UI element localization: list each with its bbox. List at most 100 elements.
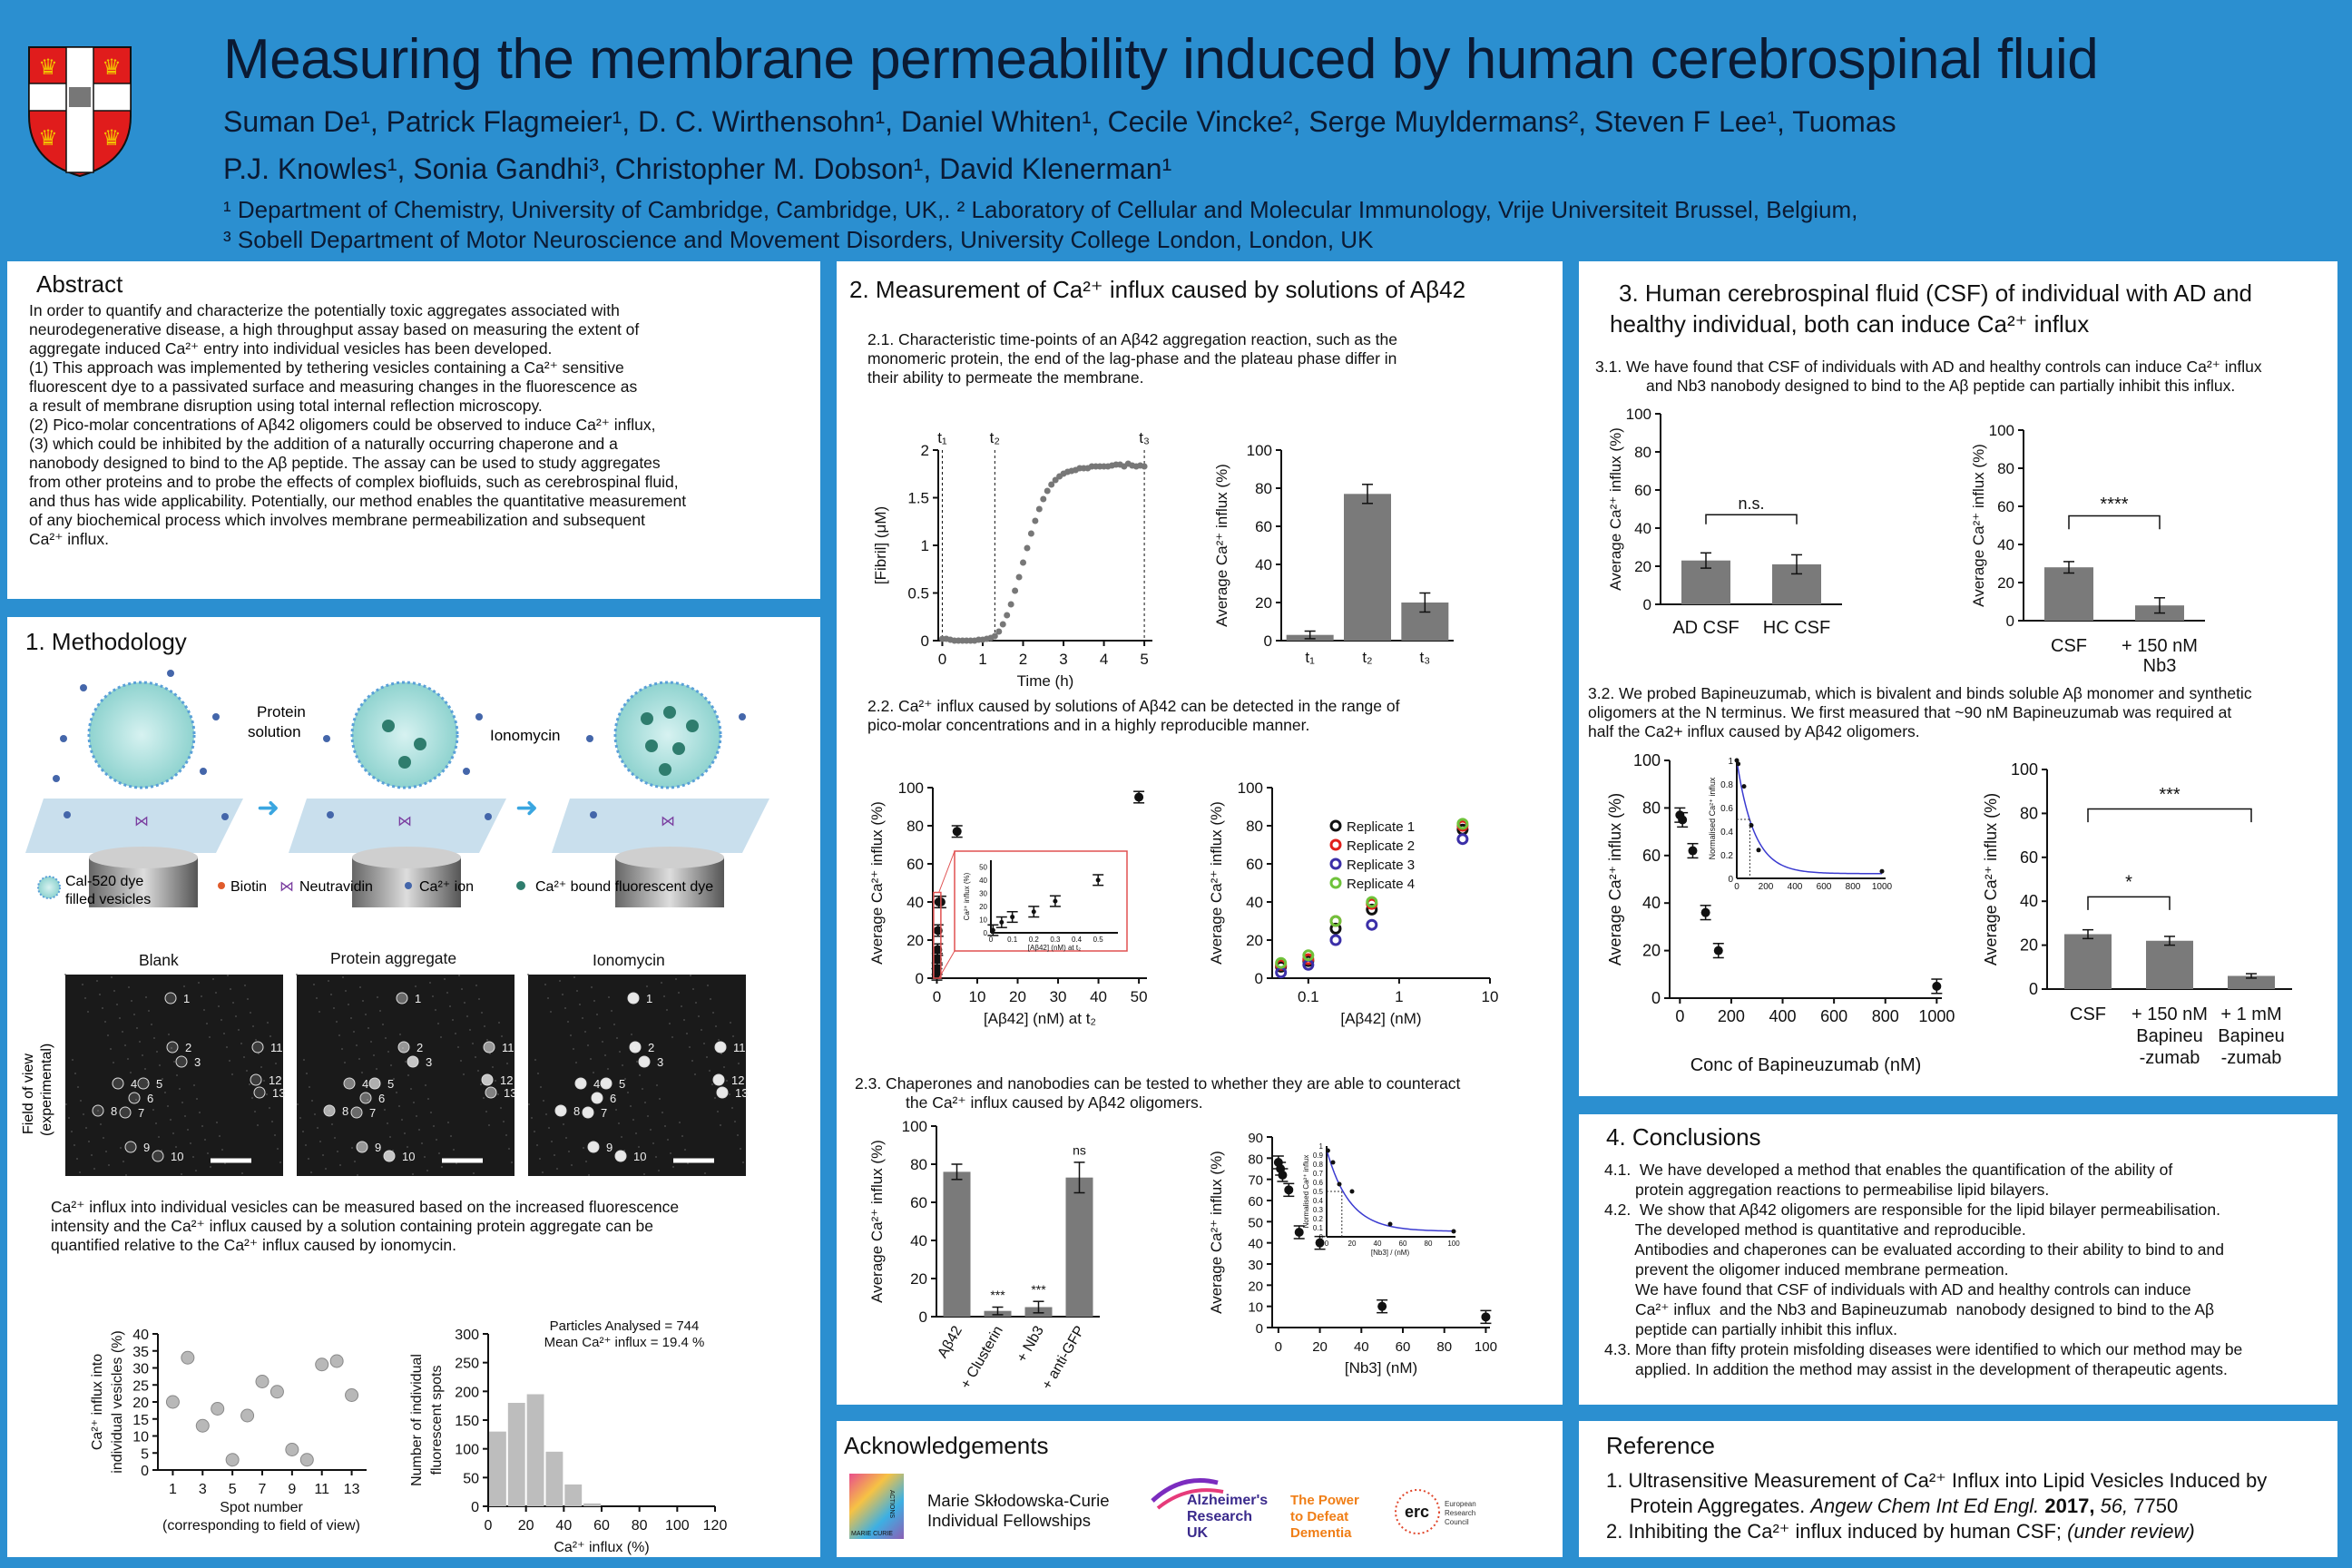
noise-dot: [576, 990, 578, 992]
svg-text:♛: ♛: [102, 55, 122, 80]
schematic-stage-3: ⋈: [552, 681, 769, 907]
noise-dot: [164, 1092, 166, 1093]
noise-dot: [93, 1168, 95, 1170]
noise-dot: [159, 1064, 161, 1066]
inset-y-tick: 0.6: [1720, 804, 1733, 814]
spot-label: 4: [362, 1077, 368, 1091]
section2-heading: 2. Measurement of Ca²⁺ influx caused by …: [849, 276, 1466, 303]
y-axis-label: Number of individual: [409, 1354, 425, 1486]
y-axis-label: individual vesicles (%): [110, 1330, 125, 1473]
spot-label: 13: [735, 1086, 748, 1100]
noise-dot: [413, 1102, 415, 1103]
noise-dot: [179, 1088, 181, 1090]
spot-point: [299, 1453, 314, 1467]
x-tick-label: 60: [593, 1518, 610, 1534]
noise-dot: [74, 1144, 75, 1146]
vesicle-icon: [37, 876, 61, 899]
noise-dot: [278, 1076, 279, 1078]
x-tick-label: 11: [314, 1482, 329, 1497]
abstract-line-4: (1) This approach was implemented by tet…: [29, 358, 624, 377]
noise-dot: [328, 980, 329, 982]
y-tick-label: 80: [1634, 444, 1651, 461]
noise-dot: [308, 1158, 309, 1160]
y-tick-label: 250: [455, 1357, 479, 1372]
y-tick-label: 80: [1246, 818, 1263, 835]
noise-dot: [111, 976, 113, 978]
noise-dot: [664, 1125, 666, 1127]
noise-dot: [734, 1121, 736, 1122]
y-tick-label: 40: [1642, 894, 1661, 912]
y-axis-label: Average Ca²⁺ influx (%): [1208, 1151, 1225, 1314]
reference-heading: Reference: [1606, 1432, 1715, 1459]
vesicle-spot: [591, 1092, 603, 1104]
x-tick-label: 60: [1396, 1339, 1411, 1355]
legend-cal520: Cal-520 dye: [65, 874, 143, 889]
noise-dot: [570, 1034, 572, 1036]
noise-dot: [658, 1170, 660, 1171]
x-tick-label: 5: [229, 1482, 237, 1497]
x-tick-label: 0: [938, 651, 946, 668]
para-3-1-line-2: and Nb3 nanobody designed to bind to the…: [1646, 377, 2236, 395]
spot-label: 12: [269, 1073, 281, 1087]
noise-dot: [240, 1043, 242, 1044]
y-tick-label: 70: [1248, 1173, 1263, 1189]
ref1-pages: 7750: [2128, 1494, 2179, 1517]
inset-point: [1349, 1189, 1355, 1194]
spot-label: 1: [183, 992, 190, 1005]
noise-dot: [621, 1136, 622, 1138]
msc-line-1: Marie Skłodowska-Curie: [927, 1491, 1110, 1510]
vesicle-spot: [396, 992, 408, 1004]
noise-dot: [277, 1148, 279, 1150]
noise-dot: [587, 1044, 589, 1046]
noise-dot: [706, 1056, 708, 1058]
noise-dot: [464, 1002, 466, 1004]
noise-dot: [167, 1105, 169, 1107]
para-2-1-line-2: monomeric protein, the end of the lag-ph…: [867, 349, 1397, 368]
noise-dot: [623, 1150, 625, 1152]
noise-dot: [238, 1029, 240, 1031]
para-3-2-line-3: half the Ca2+ influx caused by Aβ42 olig…: [1588, 722, 1920, 740]
y-tick-label: 60: [1248, 1194, 1263, 1210]
noise-dot: [201, 1125, 203, 1127]
abstract-line-9: nanobody designed to bind to the Aβ pept…: [29, 454, 661, 472]
category-label: + 150 nM: [2132, 1004, 2208, 1024]
noise-dot: [64, 974, 66, 975]
abstract-body: In order to quantify and characterize th…: [29, 301, 809, 549]
section3-heading: 3. Human cerebrospinal fluid (CSF) of in…: [1610, 278, 2253, 339]
y-tick-label: 60: [2020, 848, 2038, 867]
spot-label: 9: [606, 1141, 612, 1154]
noise-dot: [485, 1111, 487, 1112]
conclusion-line-7: We have found that CSF of individuals wi…: [1604, 1280, 2191, 1298]
inset-y-label: Normalised Ca²⁺ influx: [1708, 777, 1717, 859]
section3-heading-1: 3. Human cerebrospinal fluid (CSF) of in…: [1619, 279, 2253, 307]
category-label: + Clusterin: [958, 1324, 1006, 1392]
noise-dot: [453, 1149, 455, 1151]
noise-dot: [136, 1027, 138, 1029]
noise-dot: [444, 978, 446, 980]
reference-panel: Reference 1. Ultrasensitive Measurement …: [1579, 1421, 2337, 1557]
noise-dot: [585, 1161, 587, 1162]
legend-cal520-2: filled vesicles: [65, 892, 151, 907]
y-tick-label: 1: [921, 537, 929, 554]
spot-point: [225, 1453, 240, 1467]
noise-dot: [152, 1109, 154, 1111]
spot-label: 11: [270, 1041, 283, 1054]
noise-dot: [139, 1041, 141, 1043]
vesicle-spot: [164, 992, 177, 1004]
reference-1-line-1: 1. Ultrasensitive Measurement of Ca²⁺ In…: [1606, 1469, 2268, 1492]
power-line-3: Dementia: [1290, 1525, 1352, 1541]
y-tick-label: 80: [1248, 1152, 1263, 1167]
noise-dot: [593, 1072, 594, 1073]
noise-dot: [88, 1141, 90, 1142]
para-3-2-line-2: oligomers at the N terminus. We first me…: [1588, 703, 2232, 721]
noise-dot: [103, 1137, 104, 1139]
noise-dot: [607, 1068, 609, 1070]
x-tick-label: 100: [1475, 1339, 1497, 1355]
vesicle-spot: [712, 1073, 725, 1086]
noise-dot: [263, 1080, 265, 1082]
inset-y-tick: 0.8: [1313, 1161, 1324, 1169]
